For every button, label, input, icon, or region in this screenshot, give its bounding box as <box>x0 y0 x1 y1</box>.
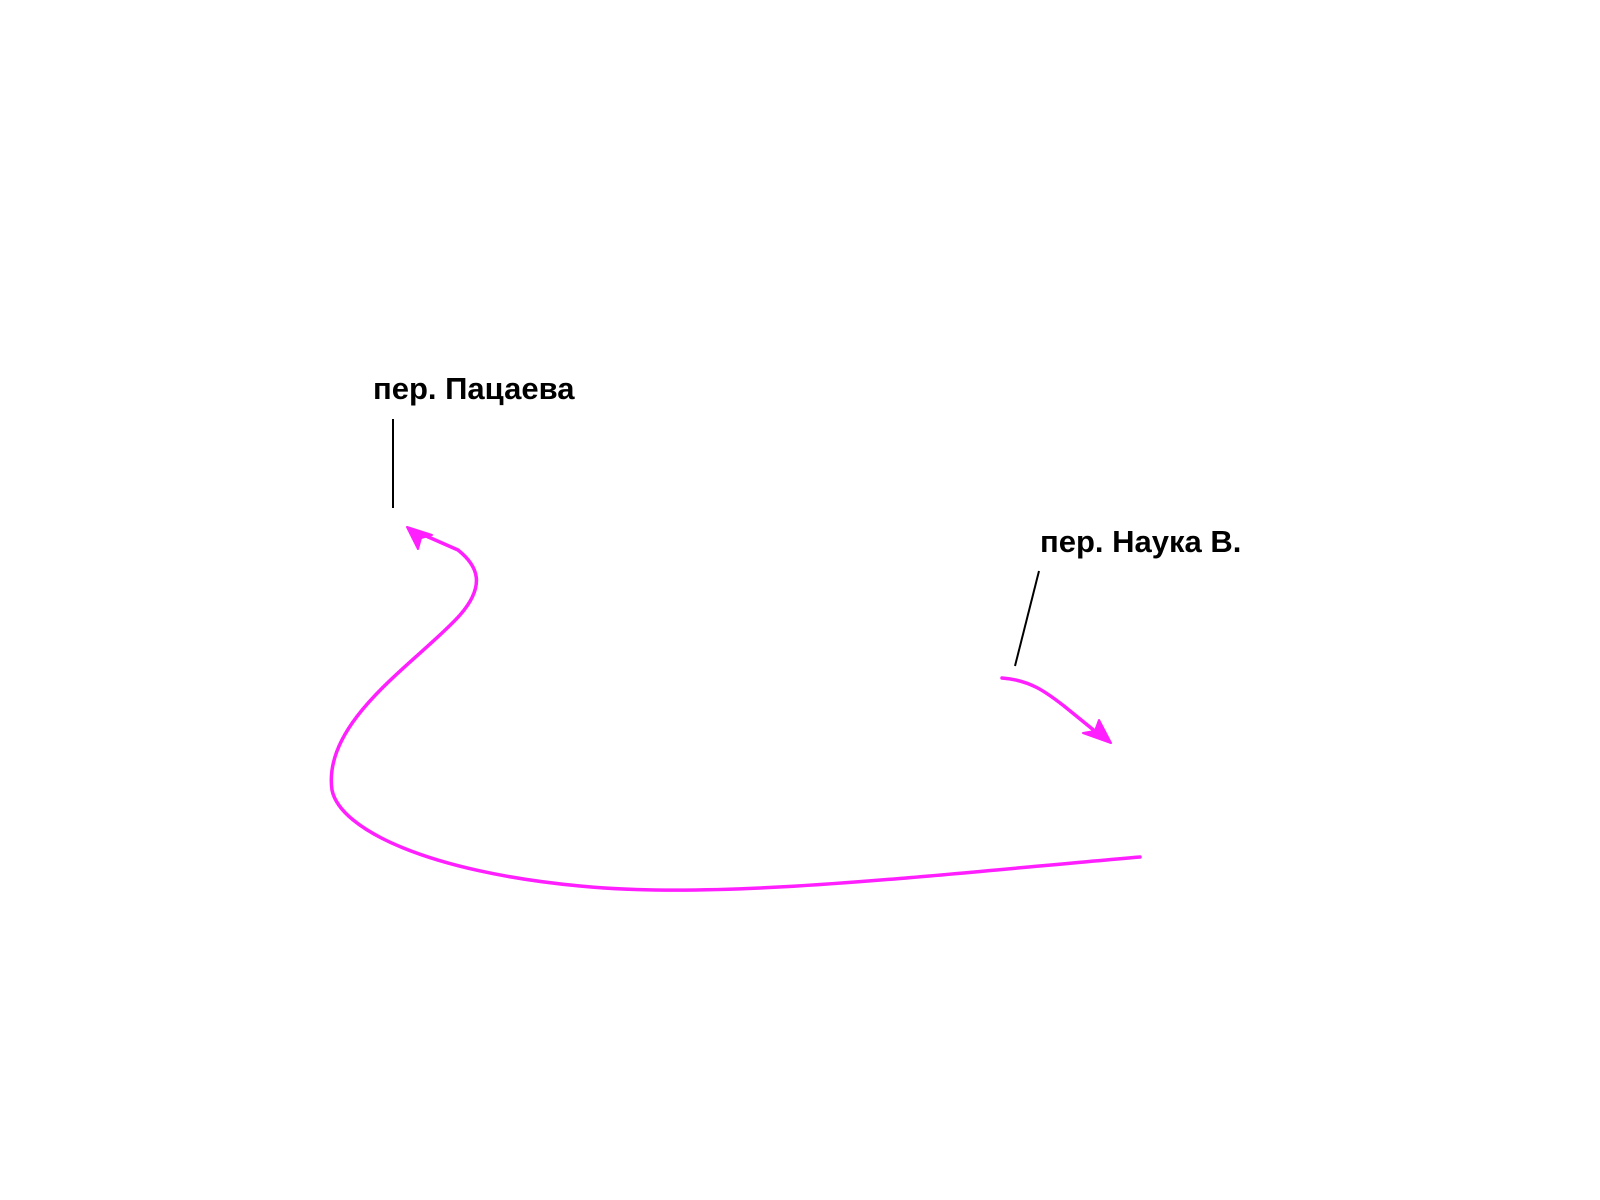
street-label-patsaeva: пер. Пацаева <box>373 371 575 406</box>
route-path-short <box>1000 676 1098 734</box>
leader-line-nauka <box>1014 570 1040 667</box>
route-arrowhead-nauka-icon <box>1082 719 1112 744</box>
street-label-nauka: пер. Наука В. <box>1040 524 1241 559</box>
route-path-main <box>329 530 1142 892</box>
route-arrowhead-patsaeva-icon <box>406 526 433 550</box>
